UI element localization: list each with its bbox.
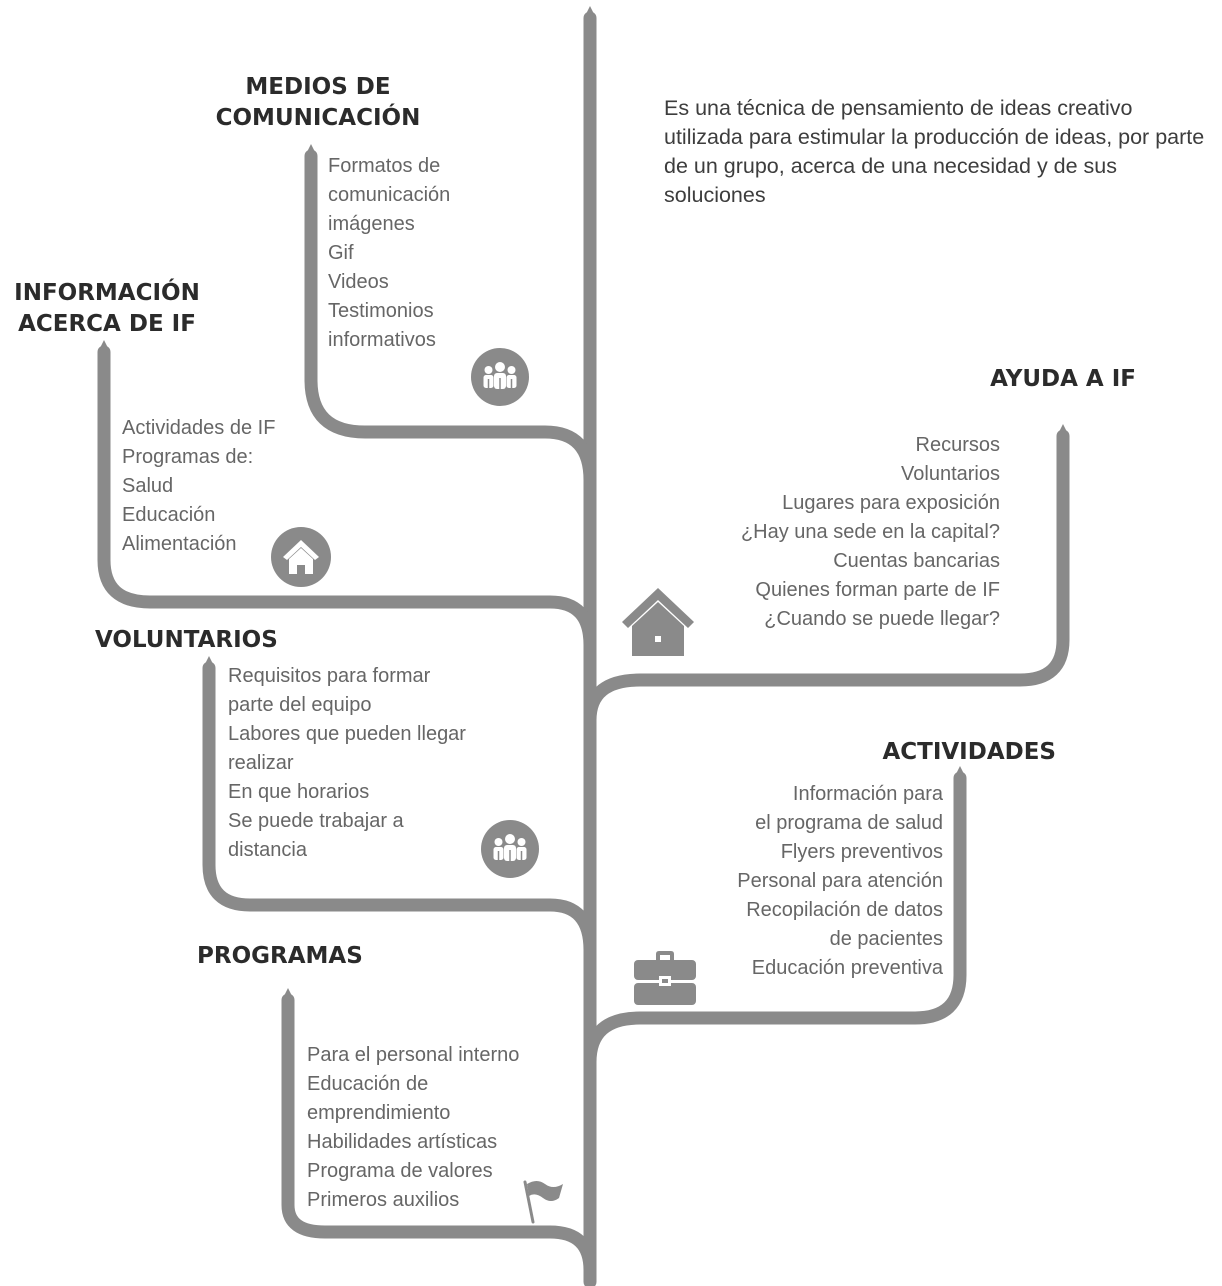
list-item: Educación [122, 504, 216, 526]
branch-ayuda [583, 429, 1070, 727]
list-item: Flyers preventivos [780, 841, 943, 863]
list-item: Programa de valores [307, 1160, 493, 1182]
list-item: Primeros auxilios [307, 1189, 460, 1211]
flag-icon [523, 1180, 563, 1224]
branch-ayuda-tip [1057, 424, 1069, 436]
list-item: Gif [328, 242, 354, 264]
heading-informacion: INFORMACIÓN ACERCA DE IF [14, 280, 200, 337]
branch-informacion [97, 345, 597, 652]
list-item: En que horarios [228, 781, 370, 803]
list-item: Salud [122, 475, 174, 497]
branch-medios [304, 149, 597, 487]
list-medios: Formatos de comunicación imágenes Gif Vi… [328, 152, 450, 355]
list-item: Programas de: [122, 446, 254, 468]
house-icon [622, 588, 694, 656]
list-item: Formatos de [328, 155, 441, 177]
branch-actividades-tip [954, 766, 966, 778]
list-actividades: Información para el programa de salud Fl… [737, 780, 943, 983]
branch-voluntarios [202, 661, 597, 957]
heading-medios: MEDIOS DE COMUNICACIÓN [215, 74, 421, 131]
branch-programas-tip [282, 988, 294, 1000]
list-item: el programa de salud [755, 812, 943, 834]
branch-informacion-tip [98, 340, 110, 352]
heading-ayuda: AYUDA A IF [990, 366, 1136, 392]
list-item: Para el personal interno [307, 1044, 520, 1066]
list-ayuda: Recursos Voluntarios Lugares para exposi… [741, 431, 1000, 634]
list-voluntarios: Requisitos para formar parte del equipo … [228, 662, 466, 865]
list-item: Requisitos para formar [228, 665, 431, 687]
list-item: ¿Hay una sede en la capital? [740, 521, 1000, 543]
list-item: Educación preventiva [751, 957, 943, 979]
heading-programas: PROGRAMAS [197, 943, 363, 969]
list-item: realizar [228, 752, 294, 774]
list-item: Recursos [915, 434, 1000, 456]
branch-medios-tip [305, 144, 317, 156]
trunk-arrow-tip [584, 6, 596, 18]
list-item: Labores que pueden llegar [228, 723, 466, 745]
list-item: Información para [792, 783, 943, 805]
list-item: parte del equipo [228, 694, 372, 716]
people-group-icon [471, 348, 529, 406]
list-item: Educación de [307, 1073, 429, 1095]
list-item: Alimentación [122, 533, 237, 555]
list-item: distancia [228, 839, 307, 861]
heading-voluntarios: VOLUNTARIOS [95, 627, 278, 653]
list-item: Cuentas bancarias [833, 550, 1000, 572]
list-item: Voluntarios [901, 463, 1000, 485]
list-item: Videos [328, 271, 389, 293]
list-item: Quienes forman parte de IF [755, 579, 1000, 601]
people-group-icon [481, 820, 539, 878]
briefcase-icon [634, 951, 696, 1005]
list-item: imágenes [328, 213, 415, 235]
list-programas: Para el personal interno Educación de em… [307, 1041, 519, 1215]
branch-programas [281, 993, 597, 1277]
list-item: Actividades de IF [122, 417, 276, 439]
list-informacion: Actividades de IF Programas de: Salud Ed… [122, 414, 275, 559]
list-item: emprendimiento [307, 1102, 451, 1124]
list-item: Recopilación de datos [746, 899, 943, 921]
house-icon [271, 527, 331, 587]
list-item: Lugares para exposición [782, 492, 1000, 514]
intro-text: Es una técnica de pensamiento de ideas c… [664, 96, 1205, 207]
list-item: ¿Cuando se puede llegar? [764, 608, 1000, 630]
list-item: Se puede trabajar a [228, 810, 404, 832]
list-item: comunicación [328, 184, 451, 206]
branch-actividades [583, 771, 967, 1069]
heading-actividades: ACTIVIDADES [882, 739, 1056, 765]
list-item: Personal para atención [737, 870, 943, 892]
list-item: informativos [328, 329, 436, 351]
list-item: Habilidades artísticas [307, 1131, 498, 1153]
branch-voluntarios-tip [203, 656, 215, 668]
list-item: de pacientes [829, 928, 943, 950]
list-item: Testimonios [328, 300, 434, 322]
